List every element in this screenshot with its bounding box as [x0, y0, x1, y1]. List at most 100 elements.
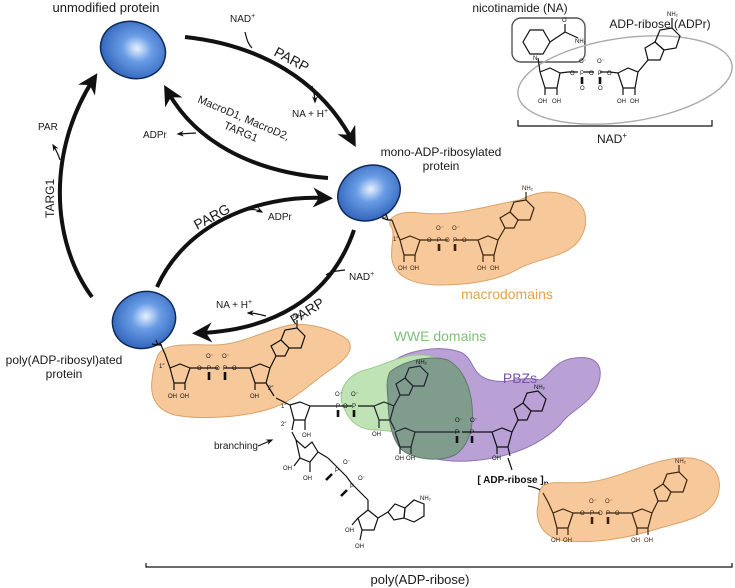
label-nicotinamide: nicotinamide (NA)	[472, 1, 567, 15]
svg-text:OH: OH	[410, 266, 419, 272]
terminal-link-arrow	[527, 485, 541, 491]
svg-text:O⁻: O⁻	[335, 392, 343, 398]
svg-text:2″: 2″	[268, 386, 274, 392]
label-poly-line2: protein	[46, 367, 83, 381]
macrodomain-region-terminal	[536, 457, 720, 543]
svg-text:O: O	[607, 71, 612, 77]
pbz-link	[507, 457, 513, 471]
nad-bracket	[517, 120, 713, 127]
poly-adpr-unit-1: 1″ OH OH O P O P O O⁻ O⁻ OH 2″ NH₂	[159, 314, 306, 400]
svg-text:O: O	[570, 71, 575, 77]
na-out-arrow-top	[311, 85, 318, 104]
label-adp-ribose: ADP-ribose (ADPr)	[609, 17, 710, 31]
svg-text:O⁻: O⁻	[455, 418, 463, 424]
nad-in-arrow-top	[244, 31, 253, 49]
svg-text:NH₂: NH₂	[522, 186, 534, 192]
svg-text:1″: 1″	[281, 404, 287, 410]
svg-text:O: O	[580, 511, 585, 517]
label-mono-line1: mono-ADP-ribosylated	[381, 145, 502, 159]
branch-chain: OH OH P P O⁻ O⁻ OH OH NH₂	[283, 431, 432, 550]
svg-text:O: O	[445, 238, 450, 244]
nad-in-arrow-bottom	[325, 269, 346, 276]
svg-text:P: P	[470, 430, 474, 436]
svg-text:OH: OH	[406, 456, 415, 462]
svg-text:OH: OH	[490, 266, 499, 272]
mono-adpr-structure: O 1″ OH OH O P O P O O⁻ O⁻ OH OH NH₂	[382, 186, 535, 272]
svg-text:O⁻: O⁻	[343, 460, 351, 466]
svg-text:O: O	[598, 511, 603, 517]
mono-carbonyl-link	[381, 213, 392, 221]
svg-text:2″: 2″	[281, 422, 287, 428]
label-nad-plus: NAD+	[597, 131, 627, 146]
svg-text:O⁻: O⁻	[597, 59, 605, 65]
svg-text:O: O	[562, 18, 567, 24]
svg-text:OH: OH	[492, 456, 501, 462]
svg-text:P: P	[207, 366, 211, 372]
poly-adp-ribose-bracket	[145, 563, 733, 568]
svg-text:OH: OH	[168, 394, 177, 400]
svg-text:NH₂: NH₂	[534, 385, 546, 391]
svg-text:OH: OH	[551, 538, 560, 544]
svg-text:1″: 1″	[393, 237, 399, 243]
label-wwe: WWE domains	[394, 328, 487, 344]
svg-text:NH₂: NH₂	[416, 360, 428, 366]
adpr-out-arrow-parg	[244, 206, 264, 213]
label-pbz: PBZs	[503, 370, 537, 386]
svg-text:O: O	[232, 366, 237, 372]
mono-protein-blob	[337, 164, 401, 222]
branching-arrow	[257, 439, 274, 447]
svg-text:NH₂: NH₂	[675, 459, 687, 465]
svg-text:OH: OH	[552, 99, 561, 105]
svg-text:P: P	[590, 511, 594, 517]
svg-text:N: N	[533, 56, 537, 62]
svg-text:O: O	[343, 404, 348, 410]
nicotinamide-box	[511, 17, 586, 63]
label-nad-bottom: NAD+	[349, 271, 374, 283]
svg-text:P: P	[598, 71, 602, 77]
svg-text:O: O	[427, 238, 432, 244]
svg-text:O⁻: O⁻	[206, 354, 214, 360]
label-parp-top: PARP	[272, 44, 312, 76]
svg-text:OH: OH	[630, 99, 639, 105]
label-nad-top: NAD+	[230, 13, 255, 25]
svg-text:O: O	[197, 366, 202, 372]
svg-text:P: P	[352, 404, 356, 410]
svg-text:NH₂: NH₂	[667, 12, 679, 18]
svg-text:O⁻: O⁻	[579, 59, 587, 65]
svg-text:NH₂: NH₂	[575, 39, 587, 45]
label-adpr-macro: ADPr	[143, 130, 168, 141]
svg-text:OH: OH	[617, 99, 626, 105]
unmodified-protein-blob	[99, 20, 167, 80]
branch-point-ribose: 1″ 2″ OH	[275, 397, 330, 439]
svg-text:O: O	[215, 366, 220, 372]
svg-text:OH: OH	[538, 99, 547, 105]
label-branching: branching	[214, 441, 258, 452]
svg-text:OH: OH	[302, 433, 311, 439]
svg-text:OH: OH	[563, 538, 572, 544]
label-poly-line1: poly(ADP-ribosyl)ated	[6, 353, 123, 367]
svg-text:O: O	[598, 86, 603, 92]
svg-text:O: O	[382, 214, 387, 220]
adpr-ellipse	[517, 35, 733, 125]
svg-text:P: P	[437, 238, 441, 244]
svg-text:P: P	[350, 484, 354, 490]
label-par: PAR	[38, 122, 58, 133]
arrow-targ1-unmod	[57, 73, 98, 299]
label-poly-adp-ribose: poly(ADP-ribose)	[371, 572, 470, 587]
svg-text:OH: OH	[180, 394, 189, 400]
poly-protein-blob	[111, 290, 177, 350]
svg-text:P: P	[336, 404, 340, 410]
svg-text:P: P	[335, 468, 339, 474]
svg-text:O: O	[589, 71, 594, 77]
svg-text:P: P	[223, 366, 227, 372]
svg-text:NH₂: NH₂	[293, 314, 305, 320]
poly-adpr-unit-3: P O⁻ OH NH₂	[462, 385, 547, 462]
svg-text:P: P	[455, 430, 459, 436]
svg-text:OH: OH	[631, 538, 640, 544]
svg-text:OH: OH	[250, 394, 259, 400]
svg-text:1″: 1″	[159, 364, 165, 370]
svg-text:OH: OH	[355, 544, 364, 550]
svg-text:O⁻: O⁻	[470, 418, 478, 424]
svg-text:OH: OH	[303, 476, 312, 482]
